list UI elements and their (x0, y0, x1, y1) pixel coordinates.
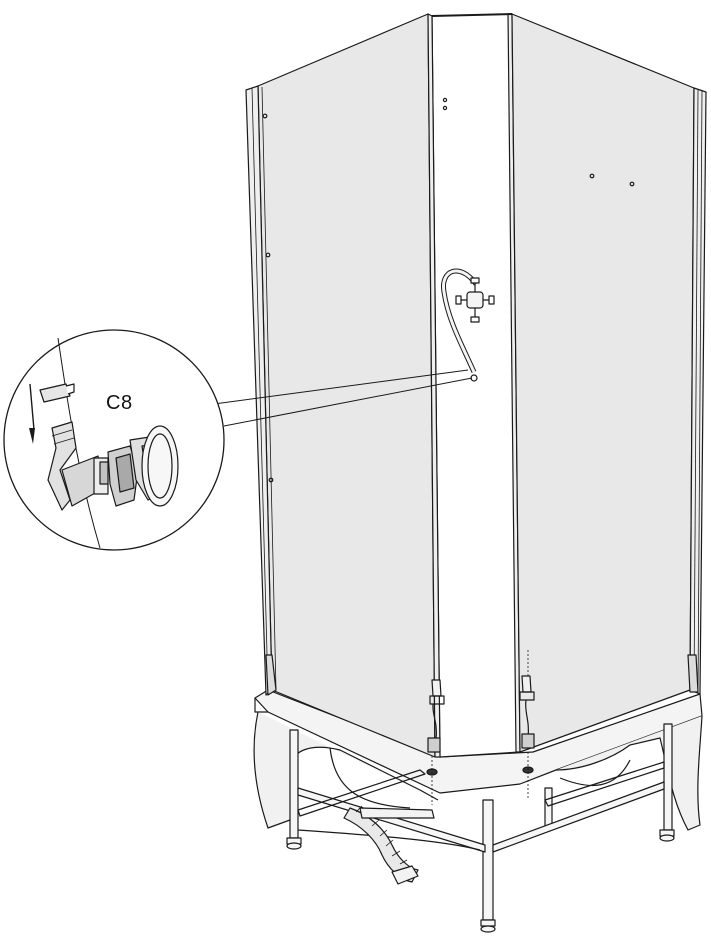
callout-leader (213, 369, 473, 427)
detail-callout (3, 329, 225, 551)
callout-label: C8 (106, 392, 133, 414)
center-door-panel (427, 13, 521, 758)
bottom-fittings (426, 650, 535, 805)
down-arrow-icon (29, 383, 35, 444)
left-side-panel (245, 13, 436, 758)
mixer-valve (441, 268, 495, 382)
support-frame (286, 723, 675, 933)
right-side-panel (511, 13, 707, 753)
drain-hose (343, 805, 435, 885)
